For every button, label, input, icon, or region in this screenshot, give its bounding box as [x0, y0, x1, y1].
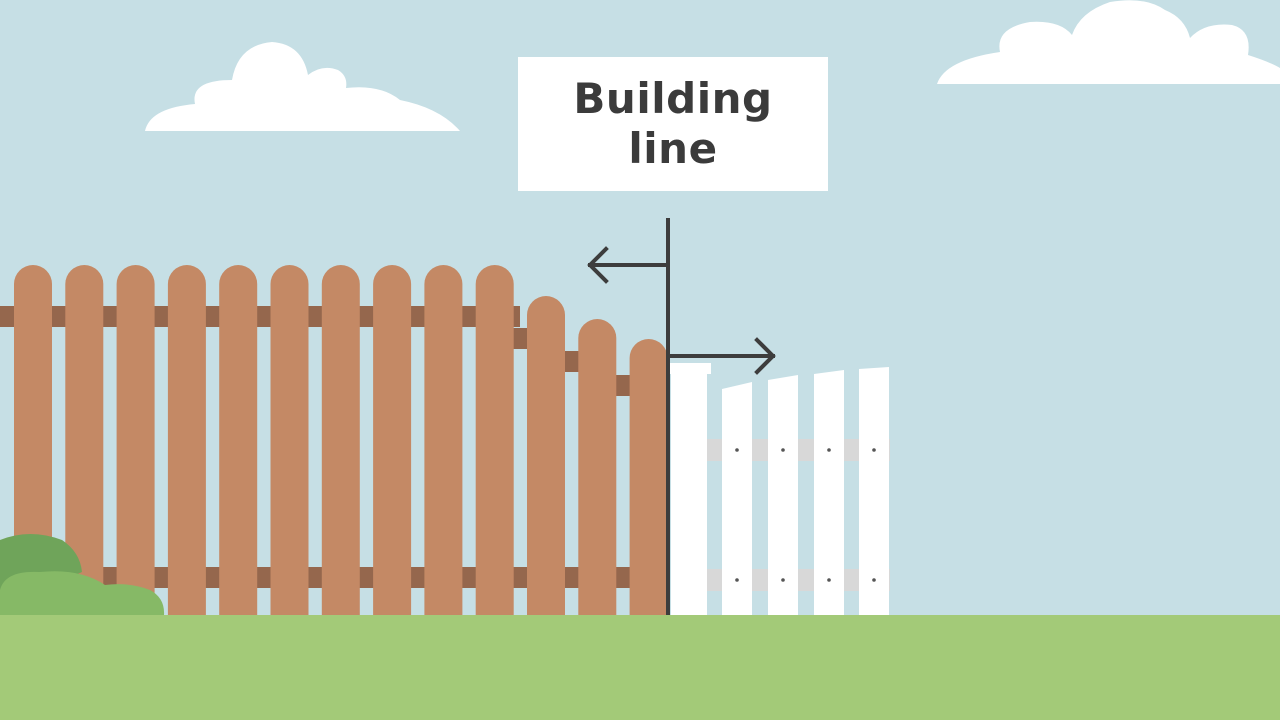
- wood-picket: [65, 265, 104, 616]
- white-picket-fence: [669, 363, 890, 616]
- wood-picket: [219, 265, 258, 616]
- nail: [735, 448, 739, 452]
- sign-label: Building line: [573, 74, 773, 173]
- wood-picket: [527, 296, 565, 616]
- nail: [735, 578, 739, 582]
- wood-picket: [578, 319, 617, 616]
- wood-picket: [475, 265, 514, 616]
- nail: [827, 448, 831, 452]
- white-picket: [814, 370, 844, 616]
- wooden-fence: [0, 265, 668, 616]
- nail: [781, 578, 785, 582]
- nail: [872, 578, 876, 582]
- cloud-right: [937, 0, 1280, 85]
- wood-picket: [270, 265, 309, 616]
- white-picket: [722, 382, 752, 616]
- white-post: [671, 372, 707, 616]
- building-line-sign: Building line: [518, 57, 828, 191]
- wood-picket: [116, 265, 155, 616]
- white-picket: [768, 375, 798, 616]
- white-post-cap: [669, 363, 711, 374]
- nail: [827, 578, 831, 582]
- nail: [872, 448, 876, 452]
- nail: [781, 448, 785, 452]
- wood-picket: [373, 265, 412, 616]
- wood-picket: [629, 339, 668, 616]
- arrow-left-icon: [587, 246, 670, 284]
- wood-picket: [321, 265, 360, 616]
- cloud-left: [145, 42, 460, 131]
- wood-picket: [424, 265, 463, 616]
- grass: [0, 615, 1280, 720]
- wood-picket: [167, 265, 206, 616]
- white-picket: [859, 367, 889, 616]
- bush: [0, 534, 165, 615]
- arrow-right-icon: [666, 337, 776, 375]
- wood-picket: [14, 265, 52, 616]
